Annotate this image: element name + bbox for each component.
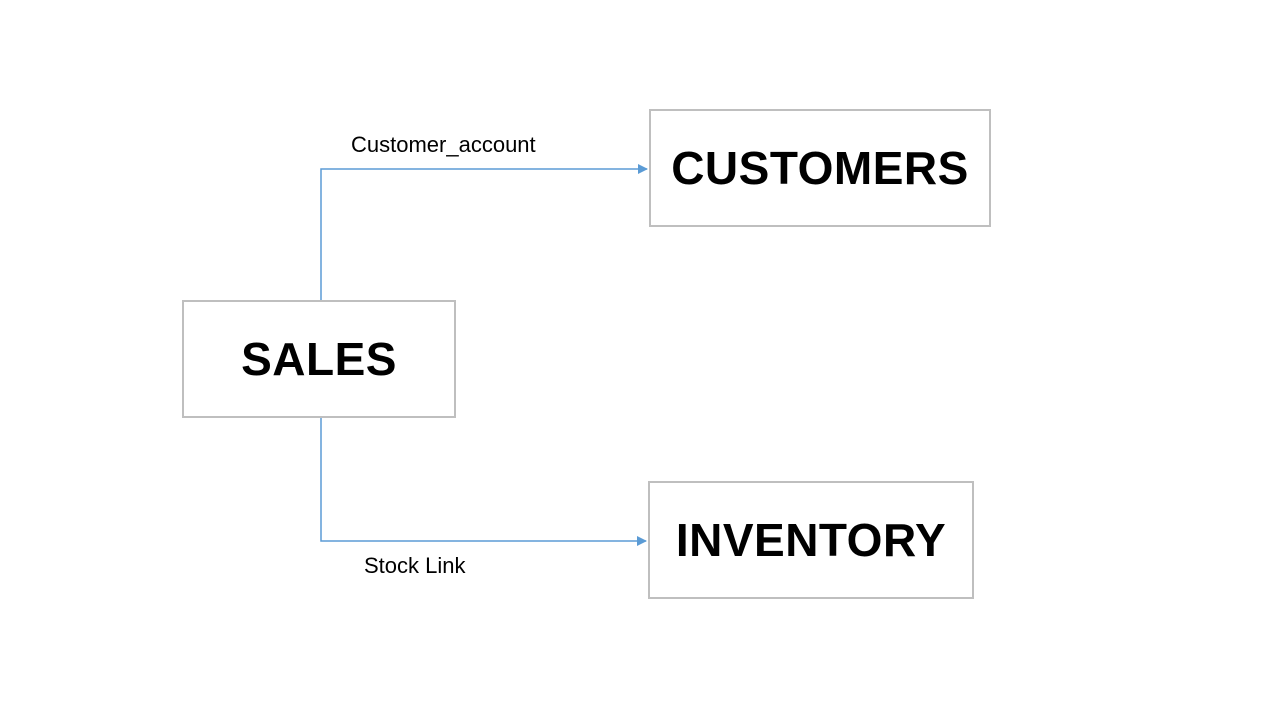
sales-entity-box: SALES (182, 300, 456, 418)
edge-label-customer-account: Customer_account (351, 132, 536, 157)
connector-sales-to-customers (320, 164, 648, 300)
inventory-entity-label: INVENTORY (675, 514, 947, 566)
inventory-entity-box: INVENTORY (648, 481, 974, 599)
sales-entity-label: SALES (241, 333, 397, 385)
customers-entity-label: CUSTOMERS (671, 142, 969, 194)
customers-entity-box: CUSTOMERS (649, 109, 991, 227)
edge-label-stock-link: Stock Link (364, 553, 466, 578)
connector-sales-to-inventory (320, 418, 647, 546)
